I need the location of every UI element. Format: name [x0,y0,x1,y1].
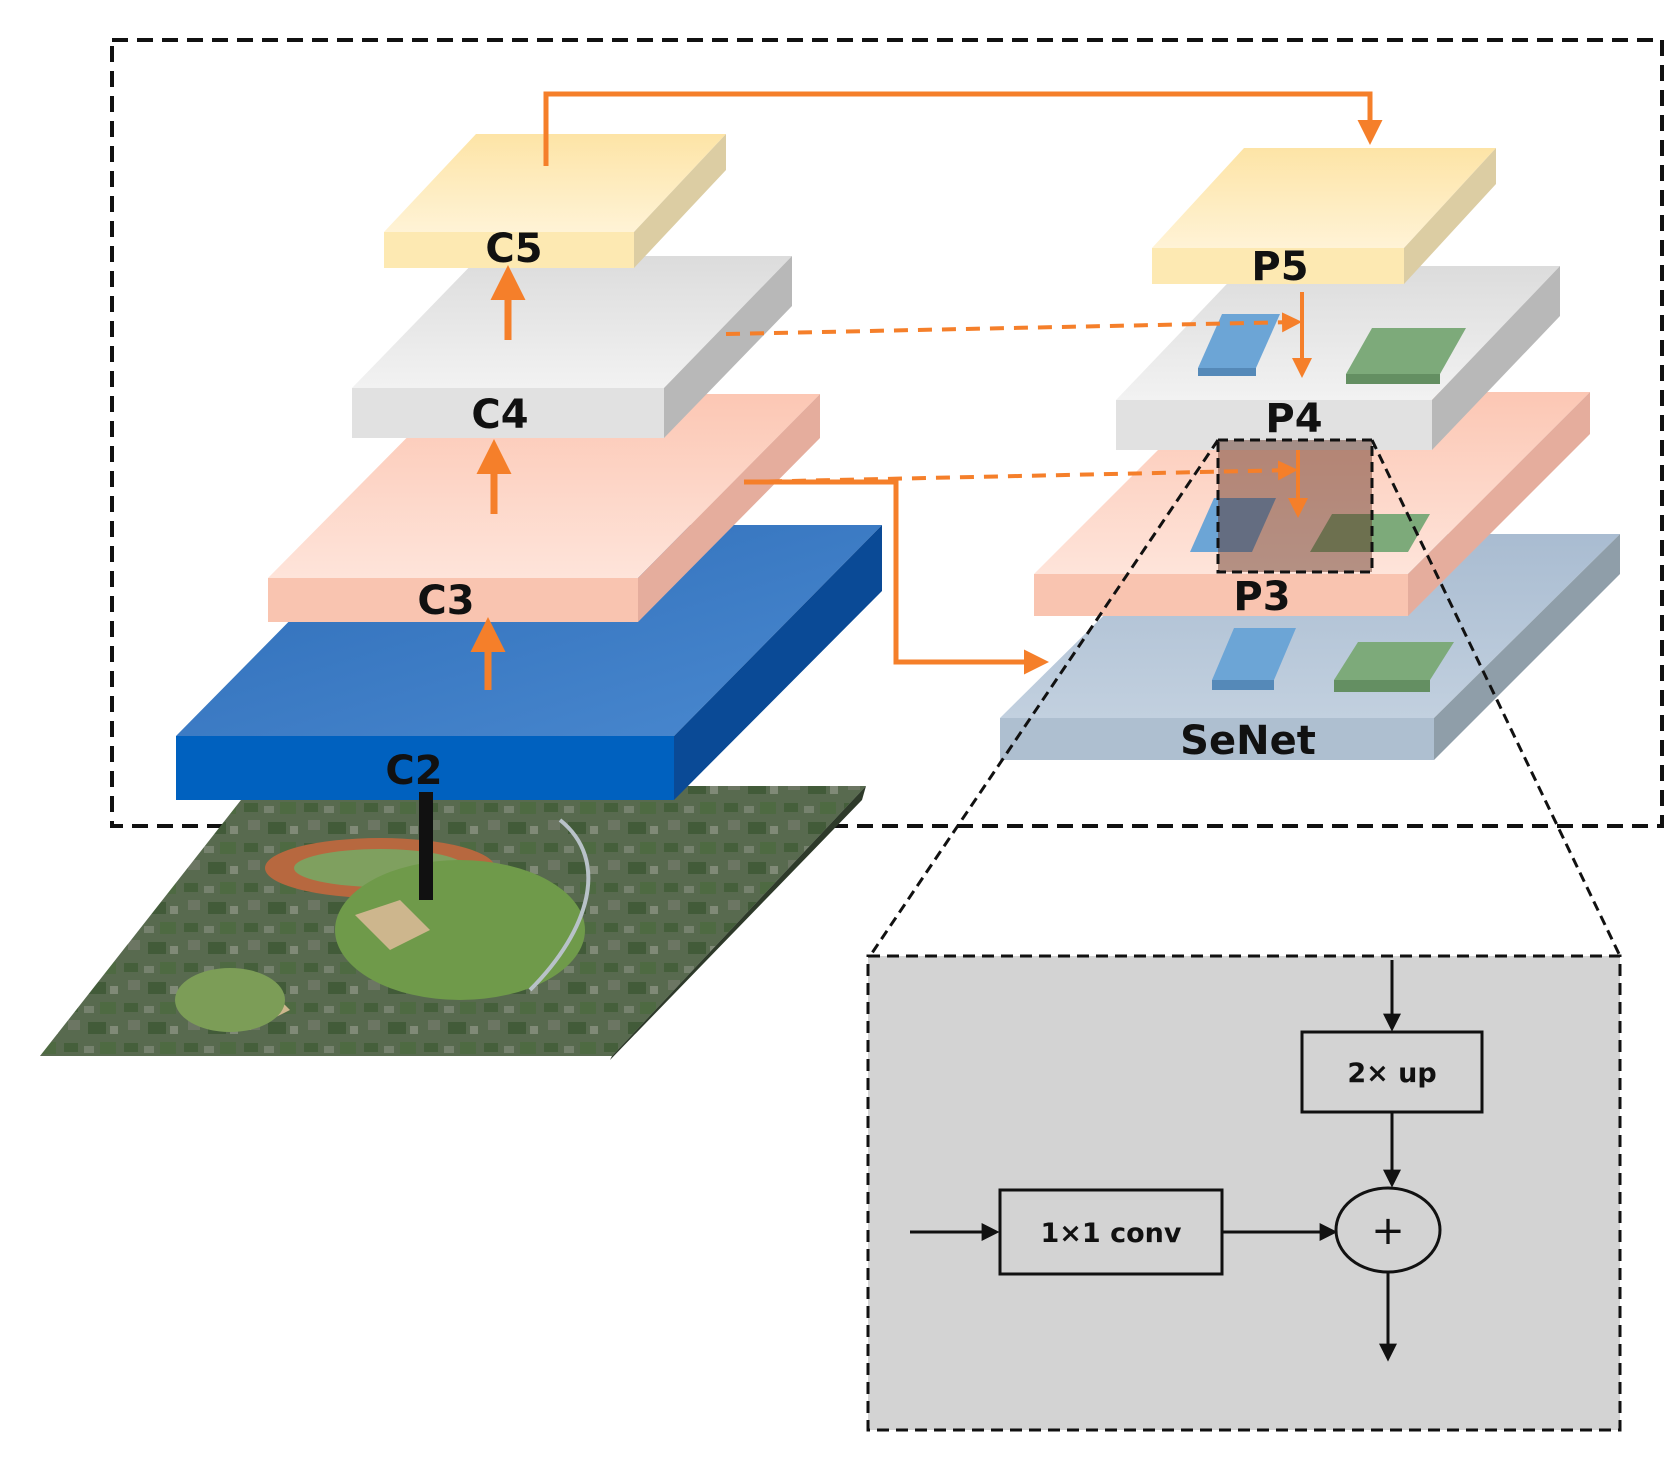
arrow-c3-p3 [743,460,1298,484]
add-symbol: + [1371,1208,1405,1254]
detail-panel: 2× up 1×1 conv + [866,954,1622,1432]
label-c3: C3 [417,578,474,624]
satellite-image-icon [40,786,866,1060]
label-c2: C2 [385,748,442,794]
p4-layer [1116,266,1560,450]
label-p3: P3 [1233,574,1290,620]
backbone-frame [110,38,1664,828]
c5-layer [384,134,726,268]
conv-label: 1×1 conv [1041,1218,1182,1249]
arrow-c5-p5 [543,91,1383,166]
conv-box [998,1188,1224,1276]
c4-layer [352,256,792,438]
label-p4: P4 [1265,396,1322,442]
label-senet: SeNet [1180,718,1316,764]
c3-layer [268,394,820,622]
label-c5: C5 [485,226,542,272]
zoom-region [1216,438,1374,574]
arrow-c3-senet [744,479,1049,675]
zoom-line-left [868,439,1220,957]
label-p5: P5 [1251,244,1308,290]
upsample-box [1300,1030,1484,1114]
upsample-label: 2× up [1347,1058,1436,1089]
label-c4: C4 [471,392,528,438]
p5-layer [1152,148,1496,284]
